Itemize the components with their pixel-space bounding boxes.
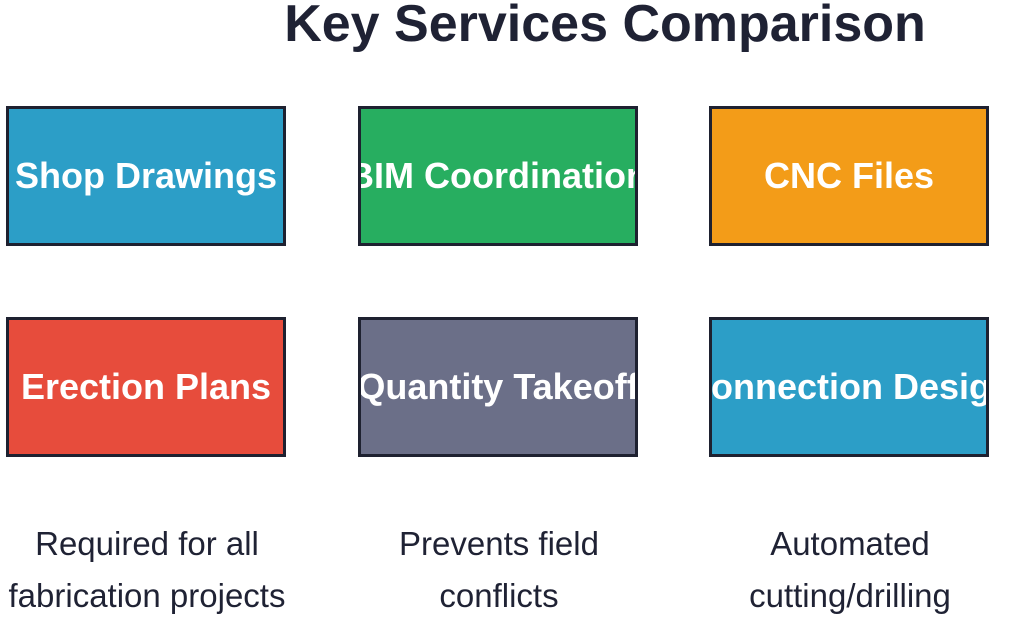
service-note-automated: Automated cutting/drilling	[690, 518, 1010, 622]
service-note-line: Automated	[770, 525, 930, 562]
diagram-title: Key Services Comparison	[284, 0, 926, 53]
service-card-label: BIM Coordination	[358, 155, 638, 196]
service-card-label: Connection Design	[710, 366, 989, 407]
service-note-line: Prevents field	[399, 525, 599, 562]
service-note-line: fabrication projects	[8, 577, 286, 614]
service-card-quantity-takeoff: Quantity Takeoff	[358, 317, 638, 457]
service-card-bim-coordination: BIM Coordination	[358, 106, 638, 246]
service-card-label: CNC Files	[763, 155, 935, 196]
service-note-field-conflicts: Prevents field conflicts	[339, 518, 659, 622]
service-card-erection-plans: Erection Plans	[6, 317, 286, 457]
service-note-line: conflicts	[439, 577, 559, 614]
service-note-line: cutting/drilling	[749, 577, 951, 614]
service-card-label: Quantity Takeoff	[358, 366, 638, 407]
service-card-connection-design: Connection Design	[709, 317, 989, 457]
service-card-cnc-files: CNC Files	[709, 106, 989, 246]
service-card-label: Erection Plans	[20, 366, 272, 407]
service-note-line: Required for all	[35, 525, 259, 562]
service-card-shop-drawings: Shop Drawings	[6, 106, 286, 246]
service-note-fabrication: Required for all fabrication projects	[0, 518, 307, 622]
service-card-label: Shop Drawings	[14, 155, 278, 196]
